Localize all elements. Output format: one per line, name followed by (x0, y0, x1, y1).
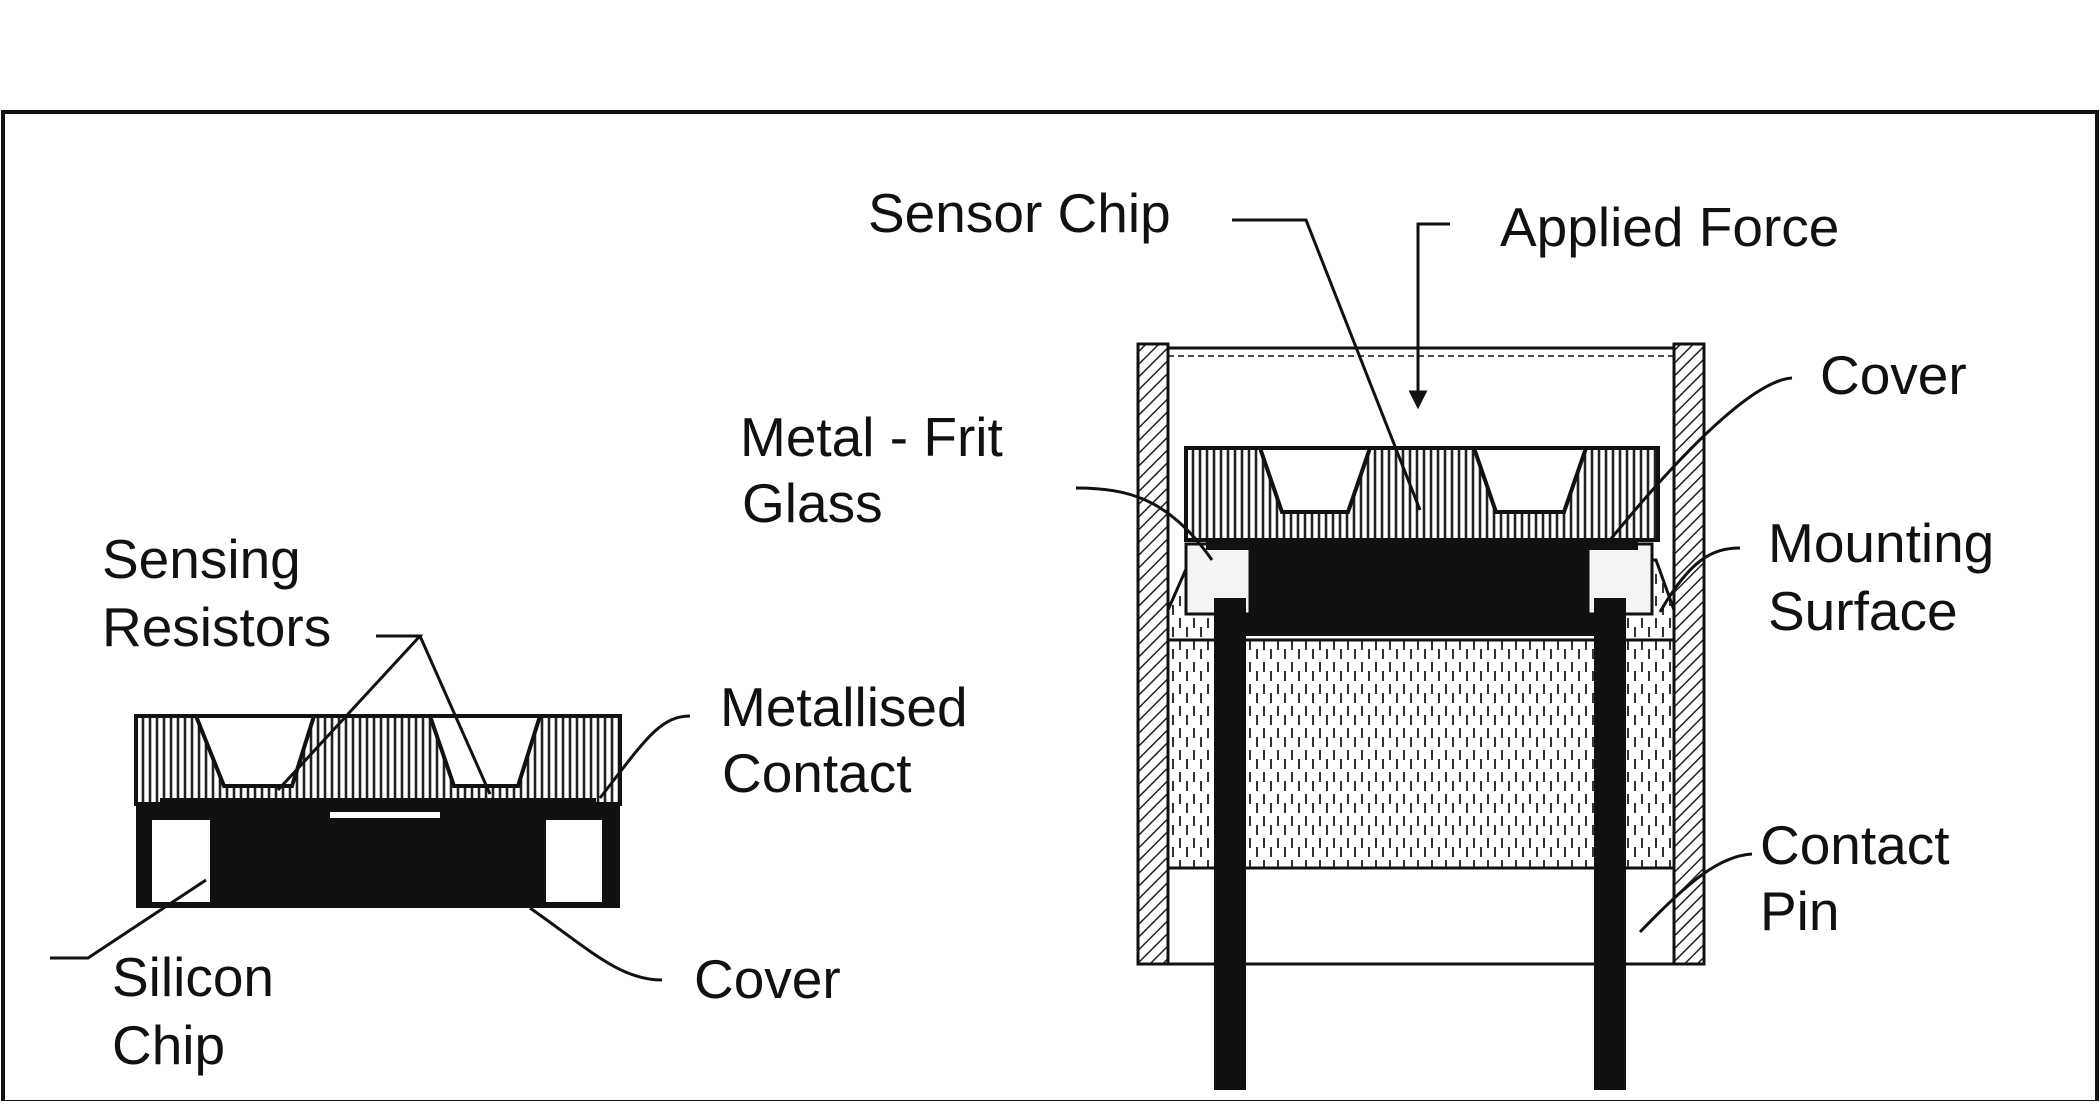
small-resistor-gap (330, 812, 440, 818)
small-cover-right-opening (546, 820, 602, 902)
contact-pin-left (1214, 598, 1246, 1090)
right-leaders (1075, 218, 1793, 934)
inner-cover-block (1226, 544, 1616, 636)
small-sensor-assembly (134, 714, 622, 908)
sensing-resistors-leader-b (418, 635, 492, 795)
contact-pin-leader (1638, 852, 1753, 934)
small-cover-left-opening (152, 820, 210, 902)
labels: Sensor Chip Applied Force Cover Metal - … (102, 182, 1994, 1076)
sensor-chip-cavity-left (1257, 446, 1373, 514)
cover-right-leader (1608, 376, 1793, 541)
metallised-contact-leader (598, 714, 691, 799)
label-metal-frit-1: Metal - Frit (740, 406, 1003, 468)
left-leaders (50, 634, 691, 982)
packaged-sensor-assembly (1136, 342, 1706, 1090)
label-cover-left: Cover (694, 948, 841, 1010)
label-silicon-1: Silicon (112, 946, 274, 1008)
label-metal-frit-2: Glass (742, 472, 883, 534)
sensor-chip-cavity-right (1471, 446, 1589, 514)
label-mounting-2: Surface (1768, 580, 1958, 642)
small-resistor-strip (160, 798, 596, 808)
silicon-chip-leader (50, 878, 207, 960)
contact-pin-right (1594, 598, 1626, 1090)
applied-force-leader (1416, 222, 1450, 398)
housing-bottom-ring (1166, 866, 1676, 966)
cover-left-leader (529, 906, 663, 982)
mounting-surface-leader (1658, 546, 1741, 613)
label-sensing-1: Sensing (102, 528, 301, 590)
mounting-body (1166, 638, 1676, 870)
label-metallised-2: Contact (722, 742, 912, 804)
label-cover-right: Cover (1820, 344, 1967, 406)
housing-left-wall (1136, 342, 1170, 966)
applied-force-arrowhead (1408, 390, 1428, 410)
label-contact-pin-1: Contact (1760, 814, 1950, 876)
small-cavity-right (427, 714, 543, 788)
sensor-chip-body (1184, 446, 1660, 542)
sensor-chip-contact-strip (1206, 540, 1638, 550)
label-metallised-1: Metallised (720, 676, 968, 738)
label-applied-force: Applied Force (1500, 196, 1839, 258)
label-sensor-chip: Sensor Chip (868, 182, 1171, 244)
housing-right-wall (1672, 342, 1706, 966)
sensor-chip-leader (1232, 218, 1422, 511)
label-mounting-1: Mounting (1768, 512, 1994, 574)
label-silicon-2: Chip (112, 1014, 225, 1076)
small-cavity-left (193, 714, 317, 788)
metal-frit-leader (1075, 486, 1214, 561)
label-contact-pin-2: Pin (1760, 880, 1840, 942)
label-sensing-2: Resistors (102, 596, 331, 658)
